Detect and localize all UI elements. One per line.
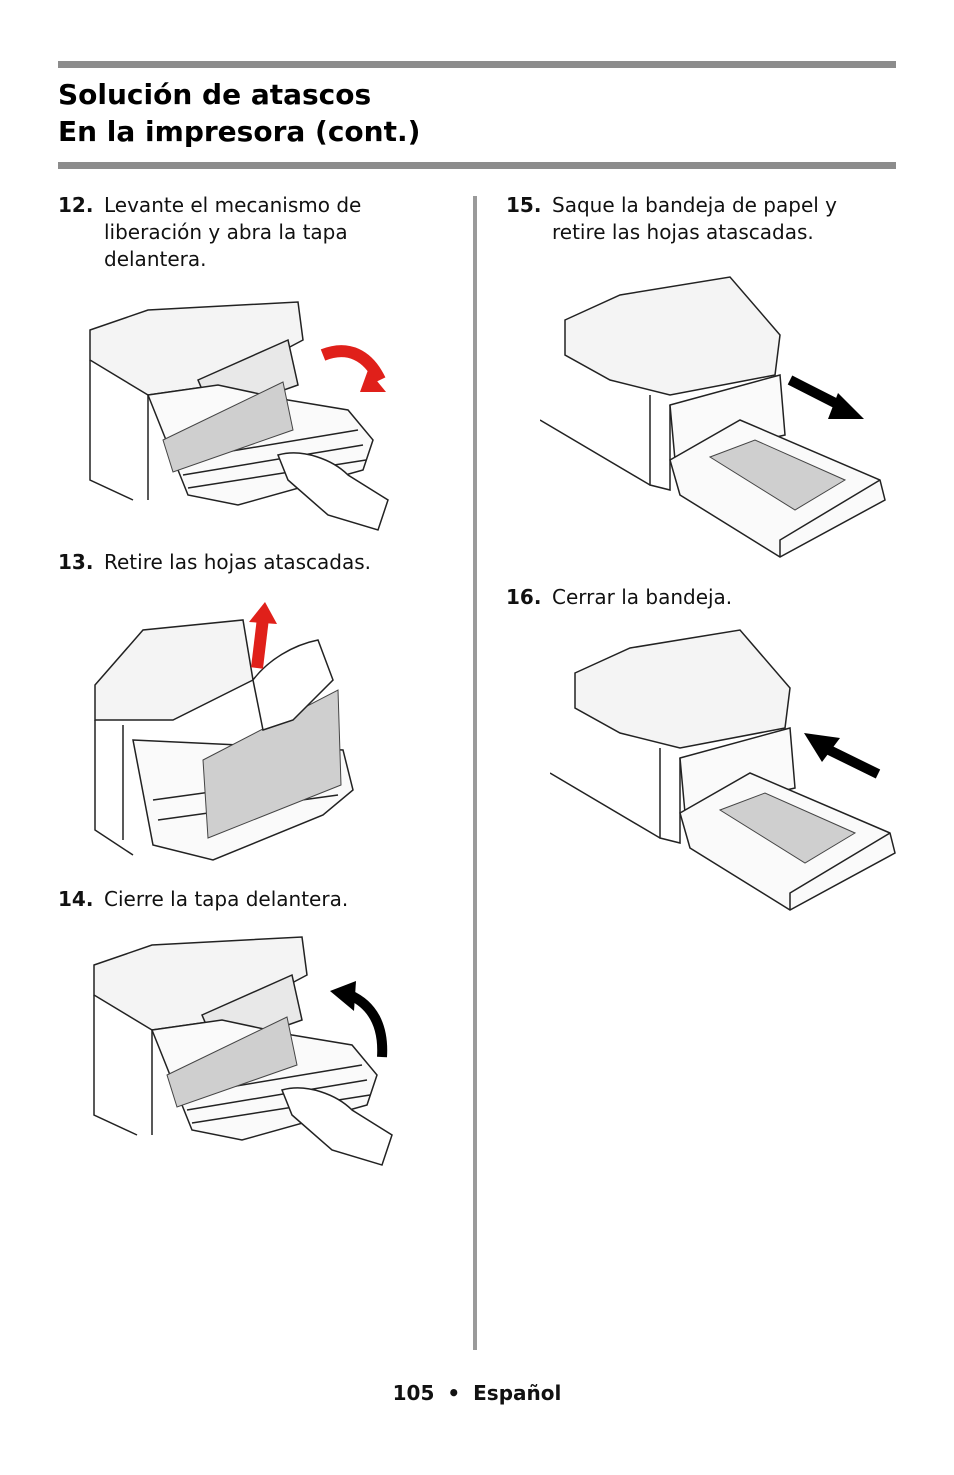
step-number: 16.	[506, 585, 542, 609]
figure-close-tray	[550, 629, 896, 911]
red-arrow	[320, 345, 386, 383]
hand-shape	[252, 639, 334, 731]
title-line-2: En la impresora (cont.)	[58, 115, 421, 148]
step-text: Retire las hojas atascadas.	[104, 550, 371, 574]
footer-separator: •	[447, 1381, 461, 1405]
paper-stack	[708, 439, 847, 511]
column-divider	[473, 196, 477, 1350]
header-bottom-rule	[58, 162, 896, 169]
page-title: Solución de atascos En la impresora (con…	[58, 76, 420, 150]
step-text: Cierre la tapa delantera.	[104, 887, 349, 911]
step-text: Levante el mecanismo de liberación y abr…	[104, 193, 362, 271]
jammed-paper	[166, 1016, 298, 1108]
step-number: 15.	[506, 193, 542, 217]
step-12: 12. Levante el mecanismo de liberación y…	[58, 192, 398, 273]
step-14: 14. Cierre la tapa delantera.	[58, 886, 418, 913]
jammed-paper	[162, 381, 294, 473]
hand-shape	[280, 1087, 393, 1166]
page-number: 105	[392, 1381, 435, 1405]
black-arrow	[822, 743, 881, 779]
figure-close-front-cover	[93, 936, 393, 1166]
step-number: 12.	[58, 193, 94, 217]
step-15: 15. Saque la bandeja de papel y retire l…	[506, 192, 876, 246]
figure-remove-jammed-sheets	[94, 602, 354, 861]
page-footer: 105 • Español	[0, 1381, 954, 1405]
header-top-rule	[58, 61, 896, 68]
hand-shape	[276, 452, 389, 531]
step-16: 16. Cerrar la bandeja.	[506, 584, 876, 611]
step-number: 13.	[58, 550, 94, 574]
step-13: 13. Retire las hojas atascadas.	[58, 549, 418, 576]
title-line-1: Solución de atascos	[58, 78, 372, 111]
step-text: Saque la bandeja de papel y retire las h…	[552, 193, 838, 244]
step-text: Cerrar la bandeja.	[552, 585, 733, 609]
figure-pull-out-tray	[540, 276, 886, 558]
red-arrow	[251, 617, 269, 669]
figure-open-front-cover	[89, 301, 389, 531]
step-number: 14.	[58, 887, 94, 911]
paper-stack	[718, 792, 857, 864]
footer-language: Español	[473, 1381, 562, 1405]
black-arrow	[347, 990, 388, 1058]
